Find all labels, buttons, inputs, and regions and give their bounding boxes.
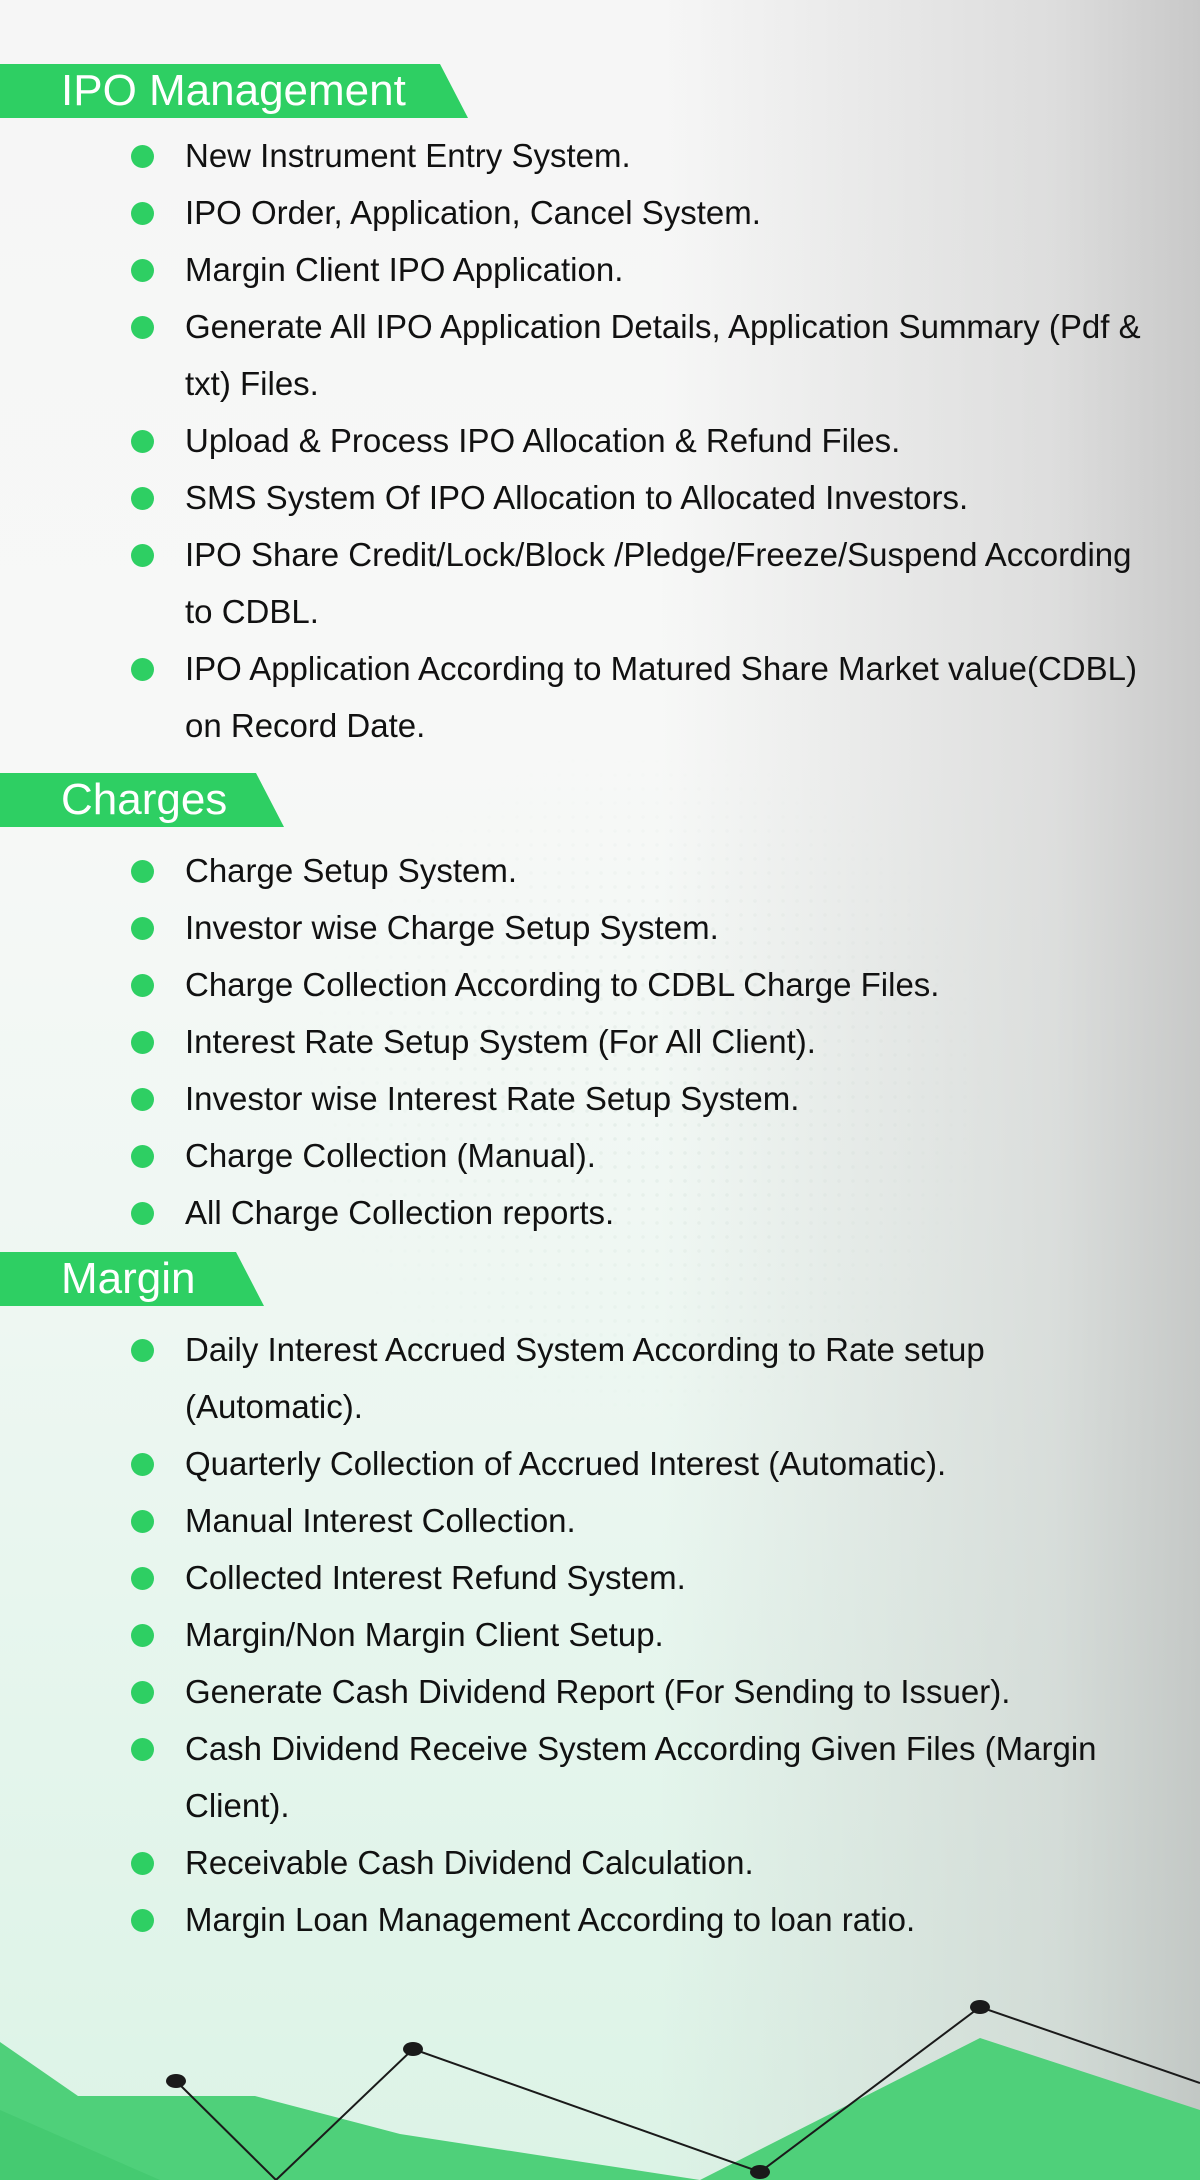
trend-point (970, 2000, 990, 2014)
trend-point (403, 2042, 423, 2056)
bullet-icon (131, 1738, 154, 1761)
list-item: SMS System Of IPO Allocation to Allocate… (0, 469, 1200, 526)
list-item: Cash Dividend Receive System According G… (0, 1720, 1200, 1834)
bullet-icon (131, 430, 154, 453)
list-item: Daily Interest Accrued System According … (0, 1321, 1200, 1435)
bullet-icon (131, 487, 154, 510)
list-item: Margin Loan Management According to loan… (0, 1891, 1200, 1948)
bullet-icon (131, 860, 154, 883)
list-item: Margin Client IPO Application. (0, 241, 1200, 298)
list-item: IPO Order, Application, Cancel System. (0, 184, 1200, 241)
trend-point (750, 2165, 770, 2179)
green-mountain-shape (0, 2038, 1200, 2180)
bullet-icon (131, 1031, 154, 1054)
list-item: Receivable Cash Dividend Calculation. (0, 1834, 1200, 1891)
section-title: Charges (61, 775, 228, 824)
feature-list: New Instrument Entry System. IPO Order, … (0, 127, 1200, 754)
list-item: Generate All IPO Application Details, Ap… (0, 298, 1200, 412)
bullet-icon (131, 1453, 154, 1476)
section-title: Margin (61, 1254, 196, 1303)
list-item: Generate Cash Dividend Report (For Sendi… (0, 1663, 1200, 1720)
section-header-ipo-management: IPO Management (0, 64, 468, 118)
trend-line (175, 2005, 1200, 2180)
list-item: Interest Rate Setup System (For All Clie… (0, 1013, 1200, 1070)
bullet-icon (131, 1909, 154, 1932)
list-item: Quarterly Collection of Accrued Interest… (0, 1435, 1200, 1492)
bullet-icon (131, 658, 154, 681)
green-mountain-highlight (0, 2110, 160, 2180)
bullet-icon (131, 1339, 154, 1362)
list-item: Collected Interest Refund System. (0, 1549, 1200, 1606)
feature-list: Daily Interest Accrued System According … (0, 1321, 1200, 1948)
bullet-icon (131, 1088, 154, 1111)
section-header-margin: Margin (0, 1252, 264, 1306)
bullet-icon (131, 1145, 154, 1168)
bullet-icon (131, 202, 154, 225)
list-item: Upload & Process IPO Allocation & Refund… (0, 412, 1200, 469)
list-item: Investor wise Charge Setup System. (0, 899, 1200, 956)
list-item: Margin/Non Margin Client Setup. (0, 1606, 1200, 1663)
list-item: IPO Application According to Matured Sha… (0, 640, 1200, 754)
feature-list: Charge Setup System. Investor wise Charg… (0, 842, 1200, 1241)
bullet-icon (131, 1681, 154, 1704)
decorative-graph-footer (0, 2000, 1200, 2180)
list-item: IPO Share Credit/Lock/Block /Pledge/Free… (0, 526, 1200, 640)
section-ipo-management: IPO Management New Instrument Entry Syst… (0, 64, 1200, 754)
list-item: Charge Collection (Manual). (0, 1127, 1200, 1184)
list-item: Manual Interest Collection. (0, 1492, 1200, 1549)
bullet-icon (131, 1852, 154, 1875)
section-margin: Margin Daily Interest Accrued System Acc… (0, 1252, 1200, 1948)
bullet-icon (131, 145, 154, 168)
list-item: Investor wise Interest Rate Setup System… (0, 1070, 1200, 1127)
list-item: All Charge Collection reports. (0, 1184, 1200, 1241)
bullet-icon (131, 1510, 154, 1533)
section-title: IPO Management (61, 66, 406, 115)
bullet-icon (131, 917, 154, 940)
bullet-icon (131, 1624, 154, 1647)
list-item: Charge Setup System. (0, 842, 1200, 899)
bullet-icon (131, 1202, 154, 1225)
list-item: Charge Collection According to CDBL Char… (0, 956, 1200, 1013)
bullet-icon (131, 974, 154, 997)
trend-point (166, 2074, 186, 2088)
section-charges: Charges Charge Setup System. Investor wi… (0, 773, 1200, 1241)
section-header-charges: Charges (0, 773, 284, 827)
bullet-icon (131, 544, 154, 567)
bullet-icon (131, 259, 154, 282)
bullet-icon (131, 316, 154, 339)
bullet-icon (131, 1567, 154, 1590)
list-item: New Instrument Entry System. (0, 127, 1200, 184)
